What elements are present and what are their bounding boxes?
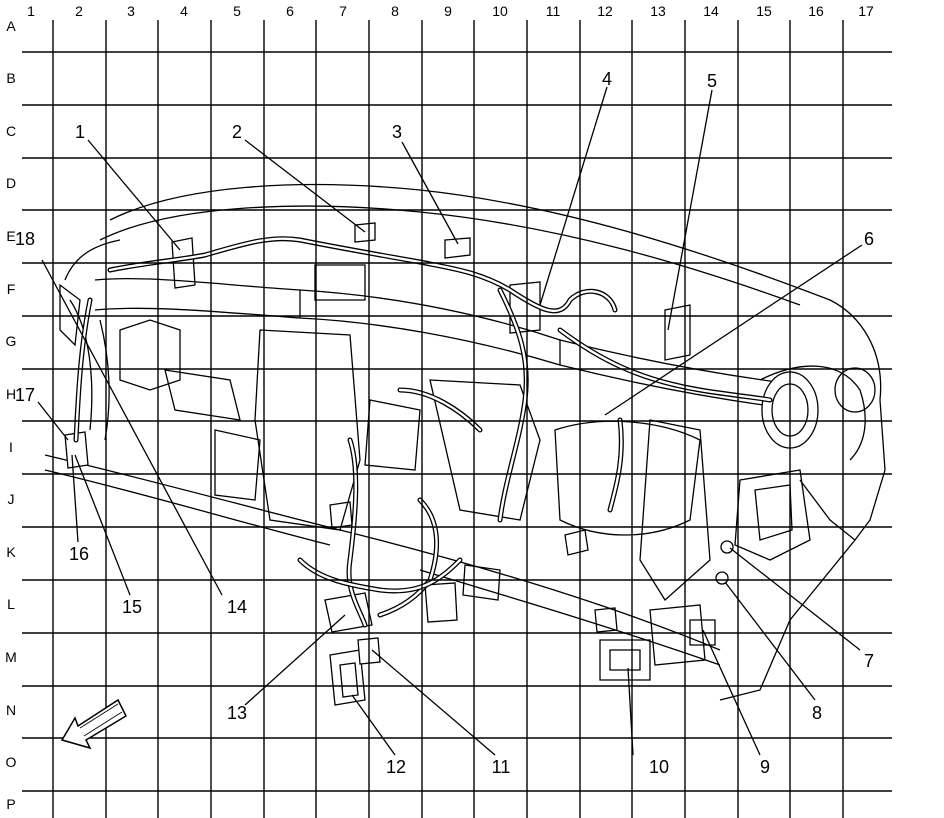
callout-7: 7 bbox=[864, 651, 874, 671]
row-label: O bbox=[6, 754, 17, 770]
column-label: 1 bbox=[27, 3, 35, 19]
row-label: B bbox=[6, 70, 15, 86]
row-label: P bbox=[6, 796, 15, 812]
callout-3: 3 bbox=[392, 122, 402, 142]
callout-18: 18 bbox=[15, 229, 35, 249]
row-label: E bbox=[6, 228, 15, 244]
column-label: 11 bbox=[546, 3, 561, 19]
callout-8: 8 bbox=[812, 703, 822, 723]
column-label: 2 bbox=[75, 3, 83, 19]
column-labels: 1 2 3 4 5 6 7 8 9 10 11 12 13 14 15 16 1… bbox=[27, 3, 874, 19]
row-label: G bbox=[6, 333, 17, 349]
column-label: 6 bbox=[286, 3, 294, 19]
column-label: 16 bbox=[808, 3, 824, 19]
callout-6: 6 bbox=[864, 229, 874, 249]
row-label: D bbox=[6, 175, 16, 191]
row-label: L bbox=[7, 596, 15, 612]
row-label: J bbox=[8, 491, 15, 507]
column-label: 5 bbox=[233, 3, 241, 19]
row-label: M bbox=[5, 649, 17, 665]
row-labels: A B C D E F G H I J K L M N O P bbox=[5, 18, 17, 812]
row-label: A bbox=[6, 18, 16, 34]
callout-10: 10 bbox=[649, 757, 669, 777]
column-label: 10 bbox=[492, 3, 508, 19]
column-label: 15 bbox=[756, 3, 772, 19]
callout-12: 12 bbox=[386, 757, 406, 777]
column-label: 17 bbox=[858, 3, 874, 19]
row-label: C bbox=[6, 123, 16, 139]
row-label: H bbox=[6, 386, 16, 402]
callout-1: 1 bbox=[75, 122, 85, 142]
row-label: N bbox=[6, 702, 16, 718]
row-label: K bbox=[6, 544, 16, 560]
callout-4: 4 bbox=[602, 69, 612, 89]
column-label: 12 bbox=[597, 3, 613, 19]
callout-16: 16 bbox=[69, 544, 89, 564]
callout-13: 13 bbox=[227, 703, 247, 723]
front-direction-arrow-icon bbox=[60, 698, 127, 750]
column-label: 14 bbox=[703, 3, 719, 19]
callout-14: 14 bbox=[227, 597, 247, 617]
callout-11: 11 bbox=[492, 757, 511, 777]
callout-9: 9 bbox=[760, 757, 770, 777]
callout-5: 5 bbox=[707, 71, 717, 91]
column-label: 13 bbox=[650, 3, 666, 19]
column-label: 9 bbox=[444, 3, 452, 19]
callout-17: 17 bbox=[15, 385, 35, 405]
column-label: 4 bbox=[180, 3, 188, 19]
grid-lines bbox=[22, 20, 892, 818]
callout-leaders bbox=[37, 86, 863, 756]
callout-numbers: 1 2 3 4 5 6 7 8 9 10 11 12 13 14 15 16 1… bbox=[15, 69, 874, 777]
column-label: 7 bbox=[339, 3, 347, 19]
wiring-harness bbox=[73, 236, 773, 628]
callout-2: 2 bbox=[232, 122, 242, 142]
row-label: I bbox=[9, 439, 13, 455]
row-label: F bbox=[7, 281, 16, 297]
column-label: 8 bbox=[391, 3, 399, 19]
callout-15: 15 bbox=[122, 597, 142, 617]
column-label: 3 bbox=[127, 3, 135, 19]
